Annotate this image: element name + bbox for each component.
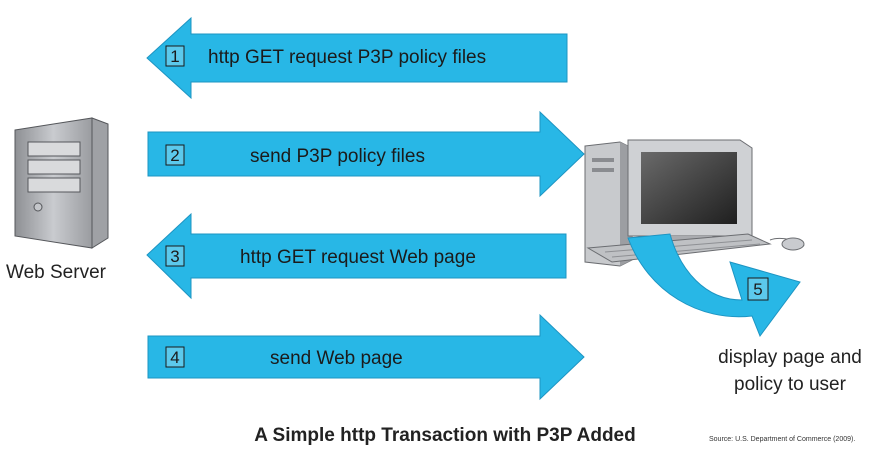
step-1-label: http GET request P3P policy files bbox=[208, 47, 486, 68]
step-4-number-box bbox=[165, 346, 185, 368]
step-2-label: send P3P policy files bbox=[250, 146, 425, 167]
step-1-number: 1 bbox=[170, 47, 179, 66]
step-5-number-box bbox=[747, 277, 769, 301]
step-5-curved-arrow: 5 bbox=[627, 233, 801, 338]
step-1-number-box bbox=[165, 45, 185, 67]
diagram-title: A Simple http Transaction with P3P Added bbox=[254, 425, 636, 446]
step-2-number: 2 bbox=[170, 146, 179, 165]
client-label-line-1: display page and bbox=[718, 347, 862, 368]
step-2-number-box bbox=[165, 144, 185, 166]
step-3-label: http GET request Web page bbox=[240, 247, 476, 268]
step-4-arrow: 4 send Web page bbox=[147, 313, 585, 401]
desktop-computer-icon bbox=[584, 139, 805, 267]
source-credit: Source: U.S. Department of Commerce (200… bbox=[709, 436, 856, 443]
step-4-number: 4 bbox=[170, 348, 179, 367]
step-3-arrow: 3 http GET request Web page bbox=[146, 212, 567, 300]
step-3-number-box bbox=[165, 245, 185, 267]
step-4-label: send Web page bbox=[270, 348, 403, 369]
step-3-number: 3 bbox=[170, 247, 179, 266]
step-2-arrow: 2 send P3P policy files bbox=[147, 110, 585, 198]
client-display-label: display page and policy to user bbox=[690, 344, 890, 398]
step-5-number: 5 bbox=[753, 280, 762, 299]
server-tower-icon bbox=[14, 117, 109, 249]
web-server-label: Web Server bbox=[6, 262, 106, 283]
step-1-arrow: 1 http GET request P3P policy files bbox=[146, 16, 568, 100]
client-label-line-2: policy to user bbox=[734, 374, 846, 395]
